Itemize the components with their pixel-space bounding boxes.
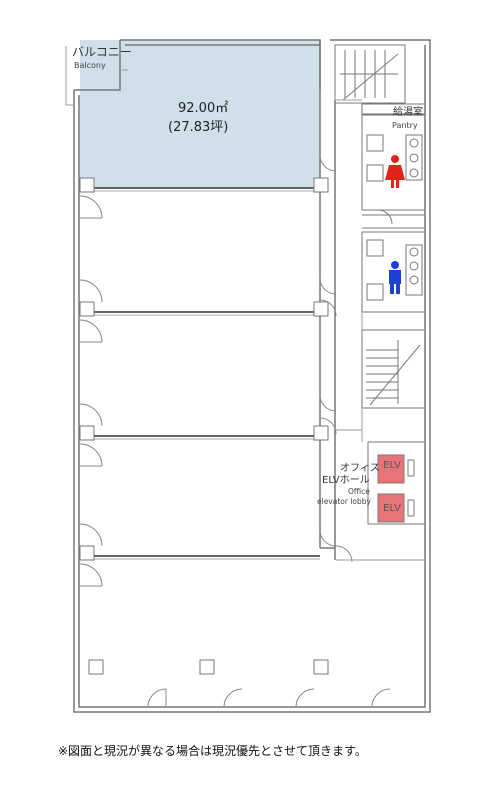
balcony-label-en: Balcony	[74, 61, 106, 70]
elevator-1	[377, 454, 405, 484]
pantry-counter	[361, 103, 426, 115]
unit-partitions-shadow	[80, 190, 320, 560]
stair-top	[334, 44, 406, 104]
elevator-2-label: ELV	[383, 503, 401, 514]
footnote: ※図面と現況が異なる場合は現況優先とさせて頂きます。	[58, 744, 367, 758]
pantry-label-en: Pantry	[392, 121, 418, 130]
interior-lines	[336, 99, 425, 561]
lobby-label-en-line1: Office	[348, 487, 370, 496]
elevator-1-label: ELV	[383, 460, 401, 471]
pantry-label: 給湯室	[393, 107, 423, 118]
lobby-label-en-line2: elevator lobby	[317, 497, 371, 506]
balcony-railing	[65, 46, 128, 106]
balcony-label: バルコニー	[72, 45, 132, 59]
unit-area-tsubo: (27.83坪)	[168, 120, 229, 135]
corridor-walls	[319, 40, 336, 560]
elevator-shafts	[367, 441, 426, 525]
door-swings	[79, 154, 391, 708]
lobby-label-line2: ELVホール	[322, 475, 370, 486]
male-restroom-icon	[389, 261, 401, 294]
lobby-label-line1: オフィス	[340, 463, 380, 474]
elevator-2	[377, 493, 405, 523]
stair-middle	[361, 329, 426, 409]
restrooms	[361, 114, 426, 313]
unit-partitions	[80, 187, 320, 557]
unit-area-m2: 92.00㎡	[178, 101, 229, 116]
female-restroom-icon	[385, 155, 405, 188]
facade-columns	[79, 177, 329, 675]
